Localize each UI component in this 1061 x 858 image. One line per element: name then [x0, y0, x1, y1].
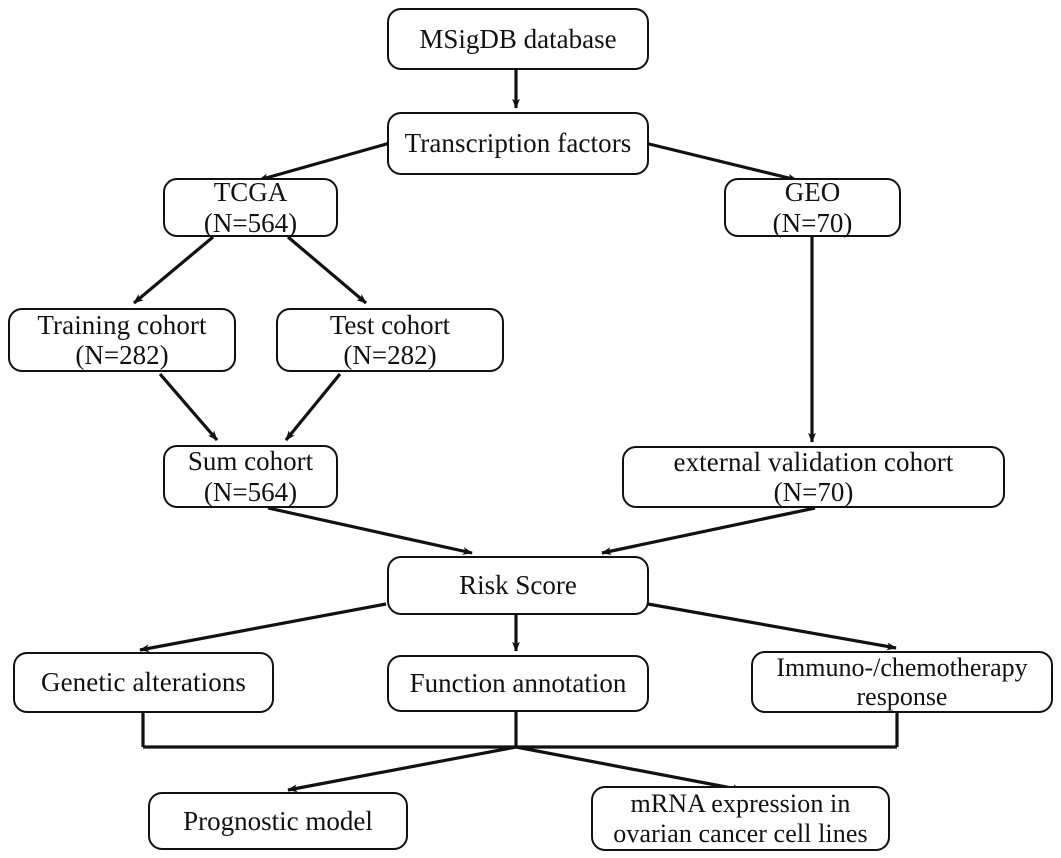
node-label: Function annotation: [409, 668, 627, 699]
edge-bus-to-prognostic: [287, 745, 517, 793]
node-label: MSigDB database: [419, 23, 617, 54]
edge-sum-to-risk: [267, 506, 473, 555]
node-msigdb-database[interactable]: MSigDB database: [387, 8, 649, 70]
node-label-line2: (N=564): [203, 476, 298, 507]
node-immuno-chemotherapy-response[interactable]: Immuno-/chemotherapy response: [751, 651, 1053, 713]
edge-external-to-risk: [601, 506, 816, 556]
edge-training-to-sum: [158, 372, 219, 442]
node-function-annotation[interactable]: Function annotation: [387, 655, 649, 712]
edge-tcga-to-test: [286, 235, 368, 305]
node-external-validation-cohort[interactable]: external validation cohort (N=70): [622, 446, 1005, 508]
node-label-line2: ovarian cancer cell lines: [613, 818, 868, 848]
node-label-line1: external validation cohort: [673, 446, 954, 477]
node-transcription-factors[interactable]: Transcription factors: [387, 112, 649, 175]
edge-bus-to-mrna: [515, 745, 743, 793]
node-label-line1: Test cohort: [329, 309, 451, 340]
node-genetic-alterations[interactable]: Genetic alterations: [13, 652, 274, 713]
node-label-line1: Sum cohort: [187, 446, 314, 477]
node-label: Risk Score: [459, 570, 577, 601]
node-label: Prognostic model: [183, 805, 373, 836]
node-prognostic-model[interactable]: Prognostic model: [148, 792, 408, 850]
edge-tf-to-tcga: [258, 141, 391, 182]
node-tcga[interactable]: TCGA (N=564): [163, 177, 338, 238]
edge-tcga-to-training: [132, 235, 215, 305]
node-label-line2: (N=70): [772, 207, 853, 238]
edge-test-to-sum: [284, 372, 342, 442]
node-mrna-expression[interactable]: mRNA expression in ovarian cancer cell l…: [591, 786, 890, 851]
node-risk-score[interactable]: Risk Score: [387, 556, 649, 615]
edge-risk-to-genetic: [139, 602, 387, 653]
node-label-line1: Immuno-/chemotherapy: [776, 652, 1028, 682]
node-label-line1: Training cohort: [37, 309, 207, 340]
node-label-line1: TCGA: [213, 177, 288, 208]
node-sum-cohort[interactable]: Sum cohort (N=564): [163, 445, 338, 508]
edge-tf-to-geo: [644, 141, 798, 182]
node-label: Transcription factors: [404, 128, 632, 159]
node-label-line2: (N=282): [343, 340, 437, 370]
node-label: Genetic alterations: [40, 667, 247, 698]
node-label-line1: mRNA expression in: [630, 789, 851, 819]
node-test-cohort[interactable]: Test cohort (N=282): [276, 308, 504, 372]
node-label-line2: (N=70): [773, 477, 854, 507]
node-label-line2: (N=564): [203, 207, 298, 238]
node-label-line2: response: [856, 682, 948, 711]
edge-risk-to-immuno: [647, 602, 897, 651]
node-label-line2: (N=282): [75, 340, 169, 370]
node-geo[interactable]: GEO (N=70): [724, 177, 901, 238]
node-training-cohort[interactable]: Training cohort (N=282): [8, 308, 236, 372]
node-label-line1: GEO: [784, 177, 841, 208]
